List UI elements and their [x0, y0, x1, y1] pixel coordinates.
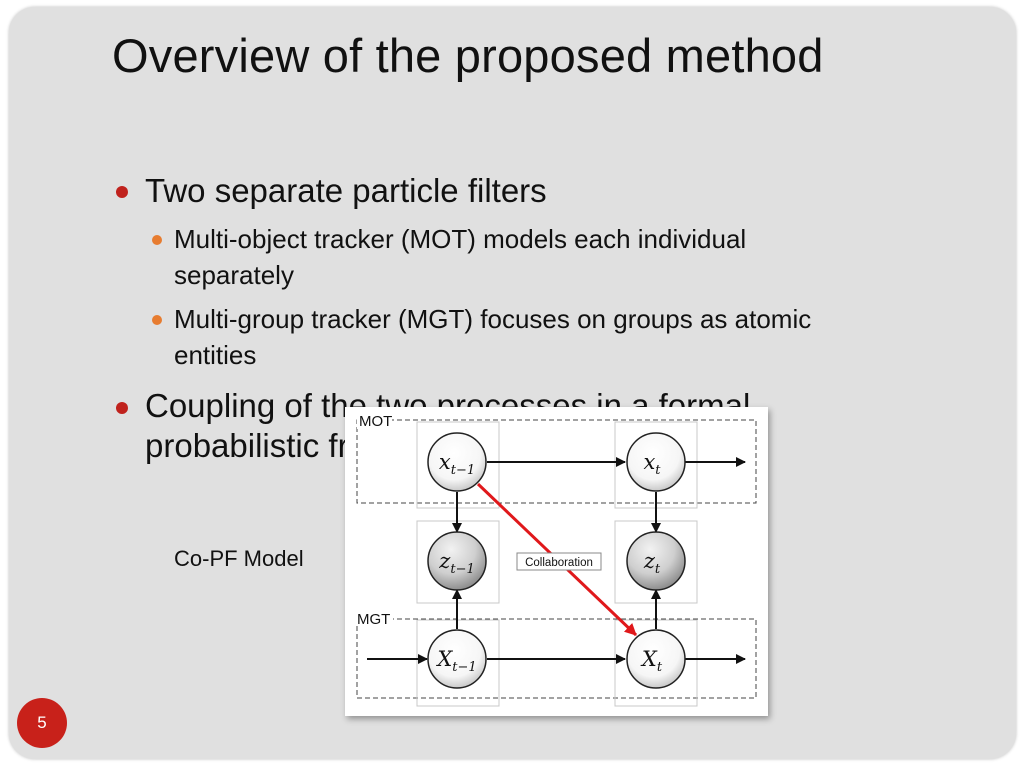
sub-bullet-marker	[152, 315, 162, 325]
svg-text:xt: xt	[643, 450, 661, 478]
sub-bullet-1-text: Multi-object tracker (MOT) models each i…	[174, 221, 746, 293]
co-pf-model-figure: MOT MGT Collaboration xt−1 xt zt−1 zt	[345, 407, 768, 716]
sub-bullet-2-line-2: entities	[174, 340, 257, 370]
page-number-badge: 5	[17, 698, 67, 748]
collaboration-label: Collaboration	[525, 557, 593, 569]
sub-bullet-2-text: Multi-group tracker (MGT) focuses on gro…	[174, 301, 811, 373]
node-x-t-minus-1	[427, 432, 487, 492]
svg-text:zt−1: zt−1	[438, 549, 474, 577]
svg-text:Xt−1: Xt−1	[435, 647, 476, 675]
mot-label: MOT	[359, 413, 392, 430]
node-z-t	[626, 531, 686, 591]
slide-title: Overview of the proposed method	[112, 29, 824, 82]
sub-bullet-2-line-1: Multi-group tracker (MGT) focuses on gro…	[174, 304, 812, 334]
bullet-marker	[116, 186, 128, 198]
node-X-t-minus-1	[427, 629, 487, 689]
node-x-t	[626, 432, 686, 492]
mgt-label: MGT	[357, 611, 390, 628]
sub-bullet-1-line-2: separately	[174, 260, 294, 290]
sub-bullet-1-line-1: Multi-object tracker (MOT) models each i…	[174, 224, 747, 254]
node-z-t-minus-1	[427, 531, 487, 591]
svg-text:zt: zt	[643, 549, 661, 577]
node-X-t	[626, 629, 686, 689]
bullet-1-line-1: Two separate particle filters	[145, 172, 547, 209]
bullet-marker	[116, 402, 128, 414]
mot-dashed-box	[356, 419, 757, 504]
mgt-dashed-box	[356, 618, 757, 699]
bullet-1-text: Two separate particle filters	[145, 171, 547, 211]
sub-bullet-marker	[152, 235, 162, 245]
svg-text:xt−1: xt−1	[439, 450, 475, 478]
figure-caption: Co-PF Model	[174, 546, 304, 571]
graphical-model-diagram: MOT MGT Collaboration xt−1 xt zt−1 zt	[355, 411, 757, 707]
svg-text:Xt: Xt	[640, 647, 663, 675]
